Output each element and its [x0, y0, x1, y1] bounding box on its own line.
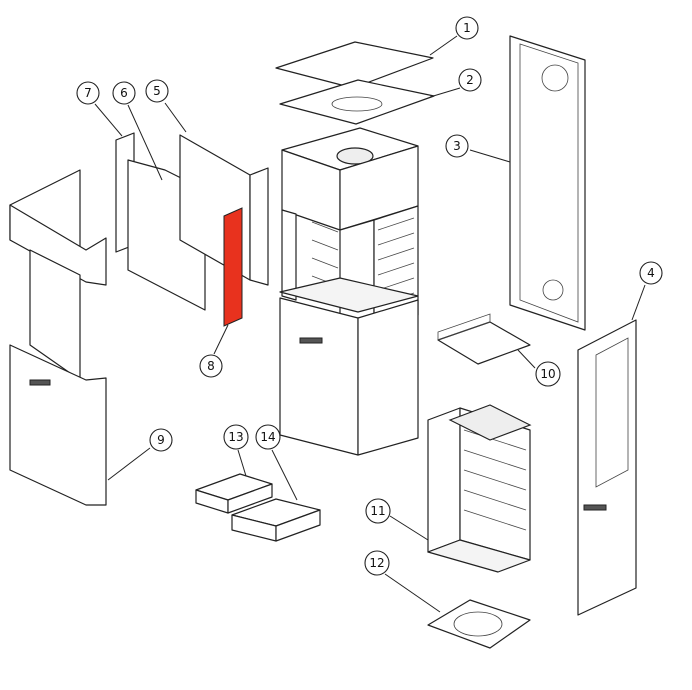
part-14-box: [231, 498, 321, 542]
leader-lines: [94, 35, 646, 613]
svg-text:3: 3: [453, 139, 461, 153]
part-4-side-panel: [577, 319, 637, 616]
callout-9: 9: [149, 428, 173, 452]
svg-text:7: 7: [84, 86, 92, 100]
callout-14: 14: [255, 424, 281, 450]
svg-text:4: 4: [647, 266, 655, 280]
svg-text:8: 8: [207, 359, 215, 373]
svg-text:5: 5: [153, 84, 161, 98]
svg-text:14: 14: [260, 430, 275, 444]
callout-3: 3: [445, 134, 469, 158]
svg-text:6: 6: [120, 86, 128, 100]
svg-text:10: 10: [540, 367, 555, 381]
svg-text:9: 9: [157, 433, 165, 447]
svg-text:1: 1: [463, 21, 471, 35]
stove-body: [279, 127, 419, 456]
part-13-box: [195, 473, 273, 514]
svg-text:12: 12: [369, 556, 384, 570]
callout-4: 4: [639, 261, 663, 285]
part-9-side-cladding: [9, 169, 107, 506]
part-8-highlighted: [223, 207, 243, 327]
callout-5: 5: [145, 79, 169, 103]
svg-text:11: 11: [370, 504, 385, 518]
callout-13: 13: [223, 424, 249, 450]
callout-6: 6: [112, 81, 136, 105]
part-12-grate: [427, 599, 531, 649]
svg-text:13: 13: [228, 430, 243, 444]
callout-1: 1: [455, 16, 479, 40]
part-2-gasket-plate: [279, 79, 435, 125]
callout-12: 12: [364, 550, 390, 576]
callout-10: 10: [535, 361, 561, 387]
part-11-firebox: [427, 404, 532, 573]
part-3-rear-panel: [509, 35, 586, 331]
callout-7: 7: [76, 81, 100, 105]
part-10-tray: [437, 321, 531, 365]
callout-8: 8: [199, 354, 223, 378]
part-1-top-plate: [275, 41, 434, 89]
svg-text:2: 2: [466, 73, 474, 87]
callout-2: 2: [458, 68, 482, 92]
callout-11: 11: [365, 498, 391, 524]
